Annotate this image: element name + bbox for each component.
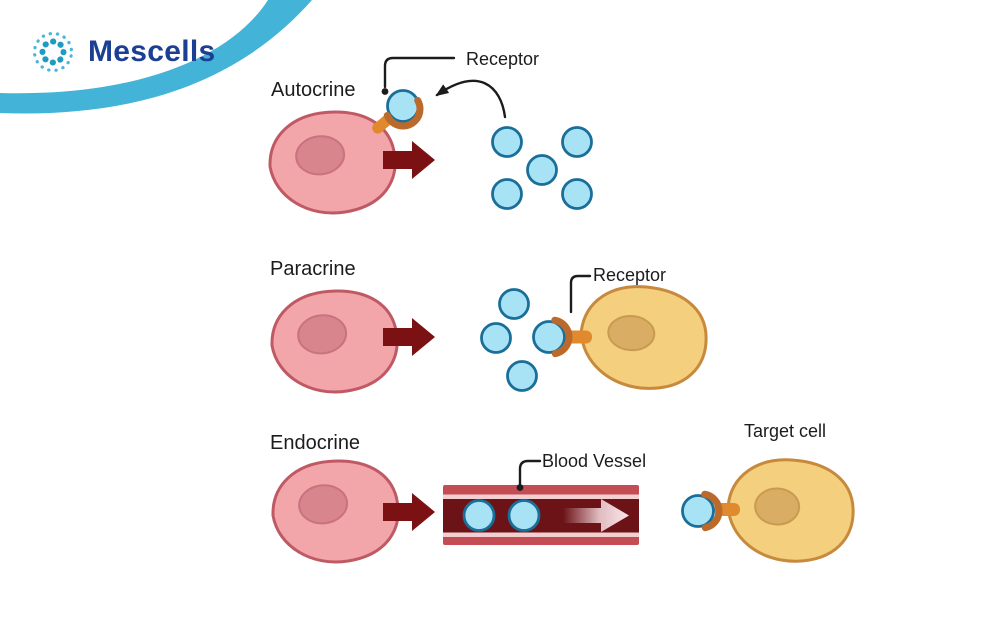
cell-nucleus xyxy=(298,484,349,525)
brand-logo: Mescells xyxy=(30,29,215,75)
signal-molecule xyxy=(491,178,523,210)
bound-ligand xyxy=(386,89,420,123)
endocrine-signaling-cell xyxy=(266,453,405,570)
receptor-cup xyxy=(382,88,424,130)
receptor-cup xyxy=(681,490,723,532)
bound-ligand xyxy=(532,320,566,354)
endocrine-section-label: Endocrine xyxy=(270,432,361,454)
signal-molecule xyxy=(506,360,538,392)
paracrine-section xyxy=(265,274,712,400)
signal-molecule xyxy=(498,288,530,320)
vessel-pointer-line xyxy=(518,459,542,486)
blood-vessel xyxy=(443,485,639,545)
blood-vessel-label: Blood Vessel xyxy=(542,451,647,471)
logo-outer-dot-ring xyxy=(32,31,74,73)
autocrine-receptor-label: Receptor xyxy=(466,49,540,69)
paracrine-membrane-receptor xyxy=(531,316,592,358)
cell-nucleus xyxy=(754,487,801,526)
signal-molecule xyxy=(480,322,512,354)
circulating-molecule xyxy=(507,499,541,532)
bound-ligand xyxy=(681,494,715,528)
blood-flow-arrow xyxy=(563,499,629,532)
autocrine-membrane-receptor xyxy=(372,88,424,134)
circulating-molecule xyxy=(462,499,496,532)
endocrine-target-cell xyxy=(724,456,857,565)
endocrine-section xyxy=(266,453,857,570)
autocrine-section-label: Autocrine xyxy=(271,79,356,101)
paracrine-receptor-label: Receptor xyxy=(593,265,667,285)
pointer-dot xyxy=(381,88,389,95)
signal-molecule xyxy=(491,126,523,158)
paracrine-section-label: Paracrine xyxy=(270,258,356,280)
cell-nucleus xyxy=(607,315,656,352)
autocrine-section xyxy=(263,56,593,221)
pointer-dot xyxy=(516,484,524,491)
signal-molecule xyxy=(561,178,593,210)
paracrine-secretion-arrow xyxy=(383,318,435,356)
autocrine-signaling-cell xyxy=(263,104,402,221)
mescells-logo-icon xyxy=(32,31,74,73)
receptor-pointer-line xyxy=(569,274,592,314)
endocrine-secretion-arrow xyxy=(383,493,435,531)
autocrine-signal-molecules xyxy=(491,126,593,210)
paracrine-signaling-cell xyxy=(265,283,404,400)
brand-wordmark: Mescells xyxy=(88,35,216,68)
autocrine-secretion-arrow xyxy=(383,141,435,179)
signal-molecule xyxy=(561,126,593,158)
paracrine-signal-molecules xyxy=(480,288,538,392)
paracrine-target-cell xyxy=(576,281,712,394)
signal-molecule xyxy=(526,154,558,186)
target-cell-label: Target cell xyxy=(744,421,827,441)
molecule-to-receptor-arrow xyxy=(435,79,507,119)
vessel-inner-stripe xyxy=(443,532,639,537)
vessel-inner-stripe xyxy=(443,494,639,499)
cell-nucleus xyxy=(297,314,348,355)
cell-nucleus xyxy=(295,135,346,176)
endocrine-membrane-receptor xyxy=(681,490,740,532)
receptor-stem xyxy=(566,330,592,344)
receptor-pointer-line xyxy=(383,56,456,89)
logo-inner-dot-ring xyxy=(39,38,67,66)
receptor-cup xyxy=(531,316,573,358)
